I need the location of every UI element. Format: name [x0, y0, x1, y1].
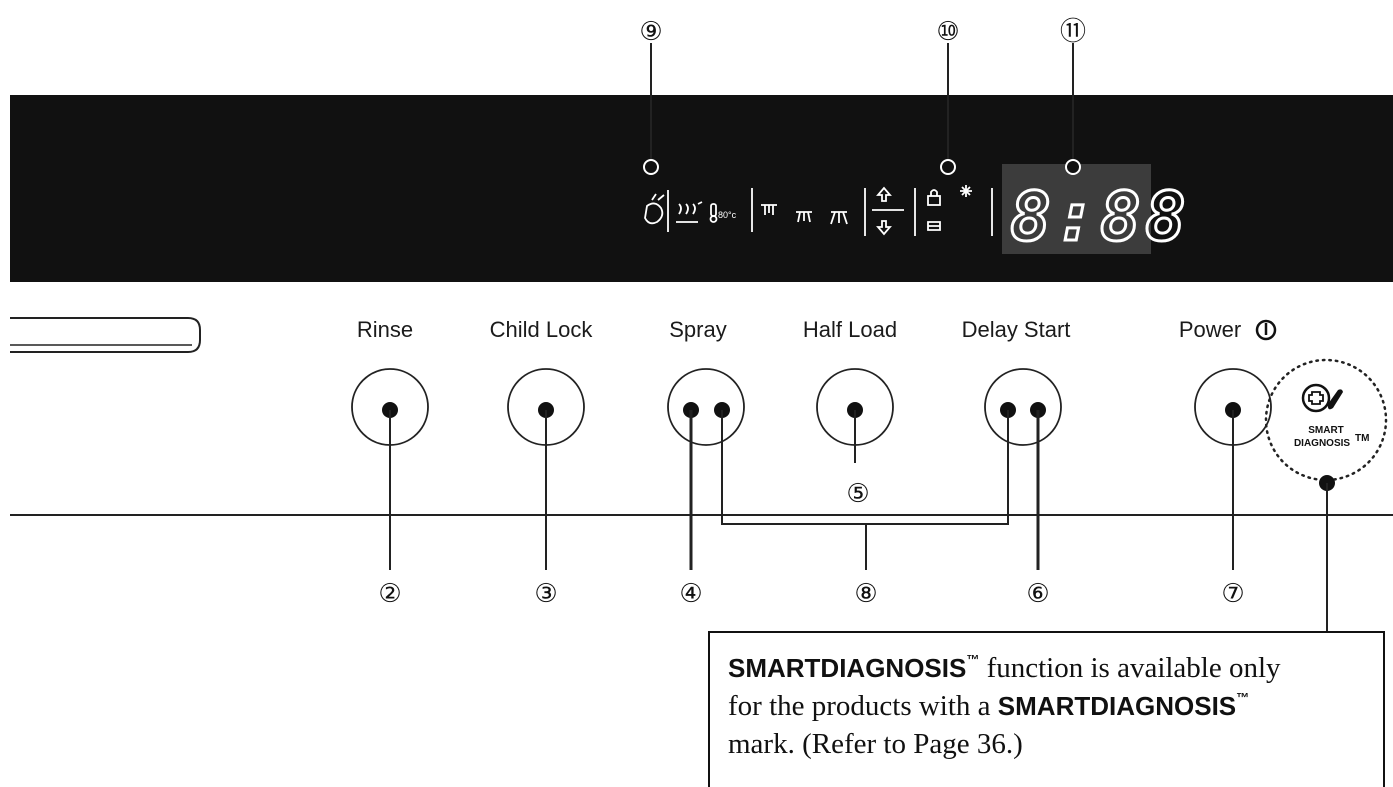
child-lock-icon	[927, 189, 941, 206]
delay-start-label: Delay Start	[962, 317, 1071, 342]
up-arrow-icon	[876, 186, 892, 202]
callout-11: ⑪	[1060, 17, 1086, 47]
smart-diagnosis-tm: TM	[1355, 433, 1369, 444]
salt-icon	[927, 221, 941, 231]
callout-7: ⑦	[1221, 579, 1244, 609]
door-handle	[10, 317, 201, 353]
callout-3: ③	[534, 579, 557, 609]
rinse-aid-icon	[960, 185, 972, 197]
spray-button[interactable]	[667, 368, 745, 446]
smart-diagnosis-zone	[1264, 358, 1388, 482]
power-symbol-icon	[1255, 319, 1277, 341]
callout-5: ⑤	[846, 479, 869, 509]
upper-spray-icon	[761, 204, 777, 215]
marker-10	[940, 159, 956, 175]
soil-icon	[644, 193, 665, 225]
smart-diagnosis-line2: DIAGNOSIS	[1294, 438, 1350, 449]
callout-8: ⑧	[854, 579, 877, 609]
callout-9: ⑨	[639, 17, 662, 47]
power-label: Power	[1179, 317, 1241, 342]
callout-6: ⑥	[1026, 579, 1049, 609]
marker-9	[643, 159, 659, 175]
smart-diagnosis-line1: SMART	[1308, 425, 1344, 436]
spray-label: Spray	[669, 317, 726, 342]
delay-start-button[interactable]	[984, 368, 1062, 446]
thermometer-icon	[709, 203, 718, 223]
half-load-label: Half Load	[803, 317, 897, 342]
callout-4: ④	[679, 579, 702, 609]
smart-diagnosis-note: SMARTDIAGNOSIS™ function is available on…	[708, 631, 1385, 787]
digital-display: 8:88	[1010, 178, 1190, 257]
callout-10: ⑩	[936, 17, 959, 47]
note-line-1: SMARTDIAGNOSIS™ function is available on…	[728, 652, 1281, 684]
middle-spray-icon	[796, 211, 812, 223]
smart-diagnosis-icon	[1301, 383, 1343, 413]
lower-spray-icon	[830, 211, 848, 225]
rinse-label: Rinse	[357, 317, 413, 342]
temperature-label: 80°c	[718, 210, 737, 220]
marker-11	[1065, 159, 1081, 175]
note-line-3: mark. (Refer to Page 36.)	[728, 728, 1023, 760]
steam-icon	[676, 201, 703, 223]
down-arrow-icon	[876, 220, 892, 236]
note-line-2: for the products with a SMARTDIAGNOSIS™	[728, 690, 1250, 722]
digital-display-bg	[1002, 164, 1151, 254]
display-panel	[10, 95, 1393, 282]
child-lock-label: Child Lock	[490, 317, 594, 342]
callout-2: ②	[378, 579, 401, 609]
